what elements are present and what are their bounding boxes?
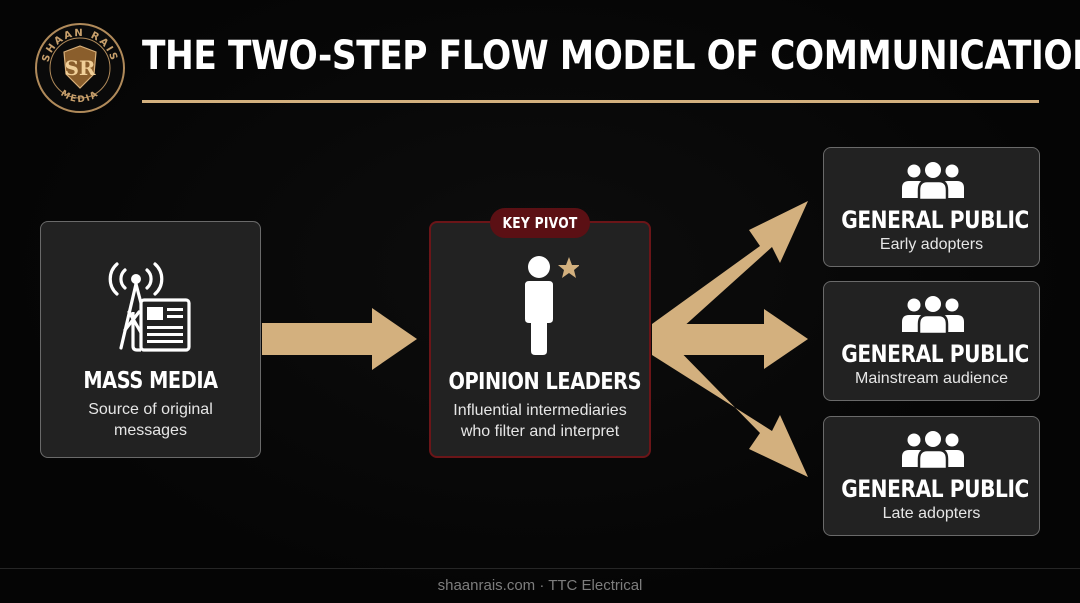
group-icon [902, 296, 964, 334]
person-star-icon [525, 256, 579, 355]
title-underline [142, 100, 1039, 103]
general-public-description: Early adopters [879, 236, 984, 253]
footer-divider [0, 568, 1080, 569]
group-icon [902, 431, 964, 469]
general-public-title: GENERAL PUBLIC [841, 475, 1029, 503]
arrow-leaders-to-public-early [652, 201, 808, 346]
page-title: THE TWO-STEP FLOW MODEL OF COMMUNICATION [142, 33, 1080, 79]
svg-text:SR: SR [64, 56, 95, 80]
mass-media-title: MASS MEDIA [83, 368, 218, 394]
general-public-description: Mainstream audience [855, 370, 1008, 387]
footer-credit: shaanrais.com · TTC Electrical [437, 577, 643, 594]
general-public-description: Late adopters [882, 505, 981, 522]
key-pivot-badge: KEY PIVOT [490, 208, 590, 238]
key-pivot-label: KEY PIVOT [502, 214, 578, 232]
opinion-leaders-title: OPINION LEADERS [448, 369, 642, 395]
brand-logo: SHAAN RAIS MEDIA SR [35, 23, 125, 113]
node-mass-media: MASS MEDIA Source of original messages [40, 221, 261, 458]
general-public-title: GENERAL PUBLIC [841, 206, 1029, 234]
node-general-public-mainstream: GENERAL PUBLIC Mainstream audience [823, 281, 1040, 401]
node-general-public-early: GENERAL PUBLIC Early adopters [823, 147, 1040, 267]
broadcast-tower-newspaper-icon [108, 262, 191, 352]
group-icon [902, 162, 964, 200]
mass-media-description: Source of original messages [88, 401, 213, 439]
general-public-title: GENERAL PUBLIC [841, 340, 1029, 368]
arrow-media-to-leaders [262, 308, 417, 370]
node-general-public-late: GENERAL PUBLIC Late adopters [823, 416, 1040, 536]
arrow-leaders-to-public-mainstream [652, 309, 808, 369]
opinion-leaders-description: Influential intermediaries who filter an… [453, 402, 627, 440]
node-opinion-leaders: OPINION LEADERS Influential intermediari… [429, 221, 651, 458]
arrow-leaders-to-public-late [652, 333, 808, 477]
